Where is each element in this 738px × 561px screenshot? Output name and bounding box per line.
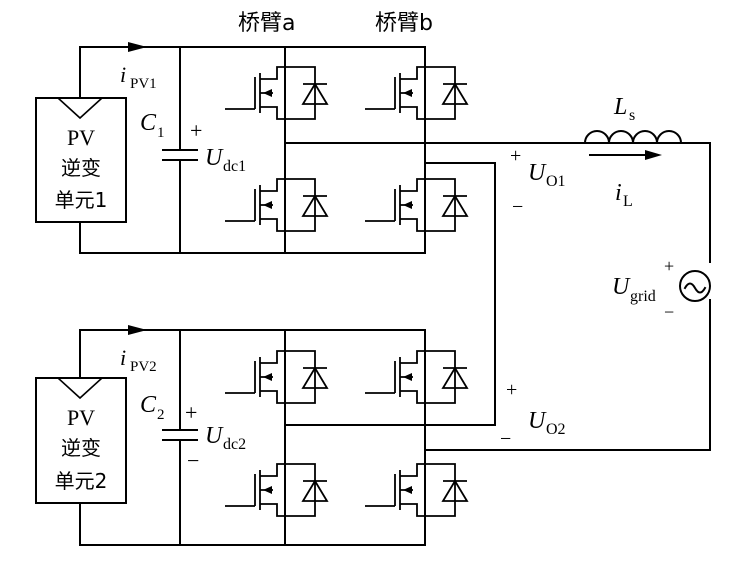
ugrid-minus: − bbox=[664, 302, 674, 322]
pv-unit-2-marker bbox=[57, 377, 103, 400]
lower-bridge bbox=[79, 325, 711, 546]
capacitor-c1 bbox=[162, 149, 198, 161]
uo1-plus: + bbox=[510, 145, 521, 167]
pv-unit-1-marker bbox=[57, 97, 103, 120]
c2-sub: 2 bbox=[157, 407, 165, 423]
upper-output-wire-b bbox=[284, 162, 496, 426]
switch-b2 bbox=[365, 178, 469, 232]
udc1-sub: dc1 bbox=[223, 158, 246, 175]
c1-label: C bbox=[140, 110, 157, 136]
pv-unit-2-line3: 单元2 bbox=[55, 469, 108, 493]
grid-source bbox=[679, 270, 711, 302]
il-sub: L bbox=[623, 193, 633, 210]
pv-unit-2: PV 逆变 单元2 bbox=[35, 377, 127, 504]
ipv1-sub: PV1 bbox=[130, 76, 157, 92]
pv-unit-1-line1: PV bbox=[67, 125, 95, 150]
switch-a4 bbox=[225, 463, 329, 517]
il-label: i bbox=[615, 180, 622, 206]
upper-bridge bbox=[79, 42, 711, 426]
udc2-label: U bbox=[205, 423, 224, 449]
ugrid-plus: + bbox=[664, 256, 674, 276]
upper-current-arrow bbox=[128, 42, 147, 52]
capacitor-c2 bbox=[162, 429, 198, 441]
leg-a-heading: 桥臂a bbox=[238, 11, 295, 36]
switch-b4 bbox=[365, 463, 469, 517]
c1-sub: 1 bbox=[157, 125, 165, 141]
pv-unit-1-line2: 逆变 bbox=[61, 156, 101, 180]
udc2-sub: dc2 bbox=[223, 436, 246, 453]
ls-sub: s bbox=[629, 107, 635, 124]
leg-b-heading: 桥臂b bbox=[375, 11, 433, 36]
c2-plus: + bbox=[185, 400, 197, 425]
ipv2-label: i bbox=[120, 345, 126, 370]
uo1-minus: − bbox=[512, 196, 523, 218]
switch-a2 bbox=[225, 178, 329, 232]
switch-a3 bbox=[225, 350, 329, 404]
uo2-plus: + bbox=[506, 379, 517, 401]
sine-icon bbox=[683, 282, 707, 294]
uo2-minus: − bbox=[500, 428, 511, 450]
ipv1-label: i bbox=[120, 62, 126, 87]
switch-b3 bbox=[365, 350, 469, 404]
lower-current-arrow bbox=[128, 325, 147, 335]
switch-a1 bbox=[225, 66, 329, 120]
ls-label: L bbox=[613, 94, 627, 120]
switch-group bbox=[225, 66, 469, 517]
pv-unit-2-line2: 逆变 bbox=[61, 436, 101, 460]
ipv2-sub: PV2 bbox=[130, 359, 157, 375]
uo2-label: U bbox=[528, 408, 547, 434]
pv-unit-2-line1: PV bbox=[67, 405, 95, 430]
pv-unit-2-box bbox=[35, 377, 127, 504]
uo2-sub: O2 bbox=[546, 421, 566, 438]
inductor-ls bbox=[583, 130, 683, 145]
switch-b1 bbox=[365, 66, 469, 120]
uo1-label: U bbox=[528, 160, 547, 186]
uo1-sub: O1 bbox=[546, 173, 566, 190]
ugrid-label: U bbox=[612, 274, 631, 300]
il-arrow-head bbox=[645, 150, 662, 160]
c2-minus: − bbox=[187, 448, 199, 473]
c2-label: C bbox=[140, 392, 157, 418]
udc1-label: U bbox=[205, 145, 224, 171]
pv-unit-1: PV 逆变 单元1 bbox=[35, 97, 127, 223]
pv-unit-1-box bbox=[35, 97, 127, 223]
c1-plus: + bbox=[190, 118, 202, 143]
pv-unit-1-line3: 单元1 bbox=[55, 188, 108, 212]
ugrid-sub: grid bbox=[630, 288, 656, 305]
